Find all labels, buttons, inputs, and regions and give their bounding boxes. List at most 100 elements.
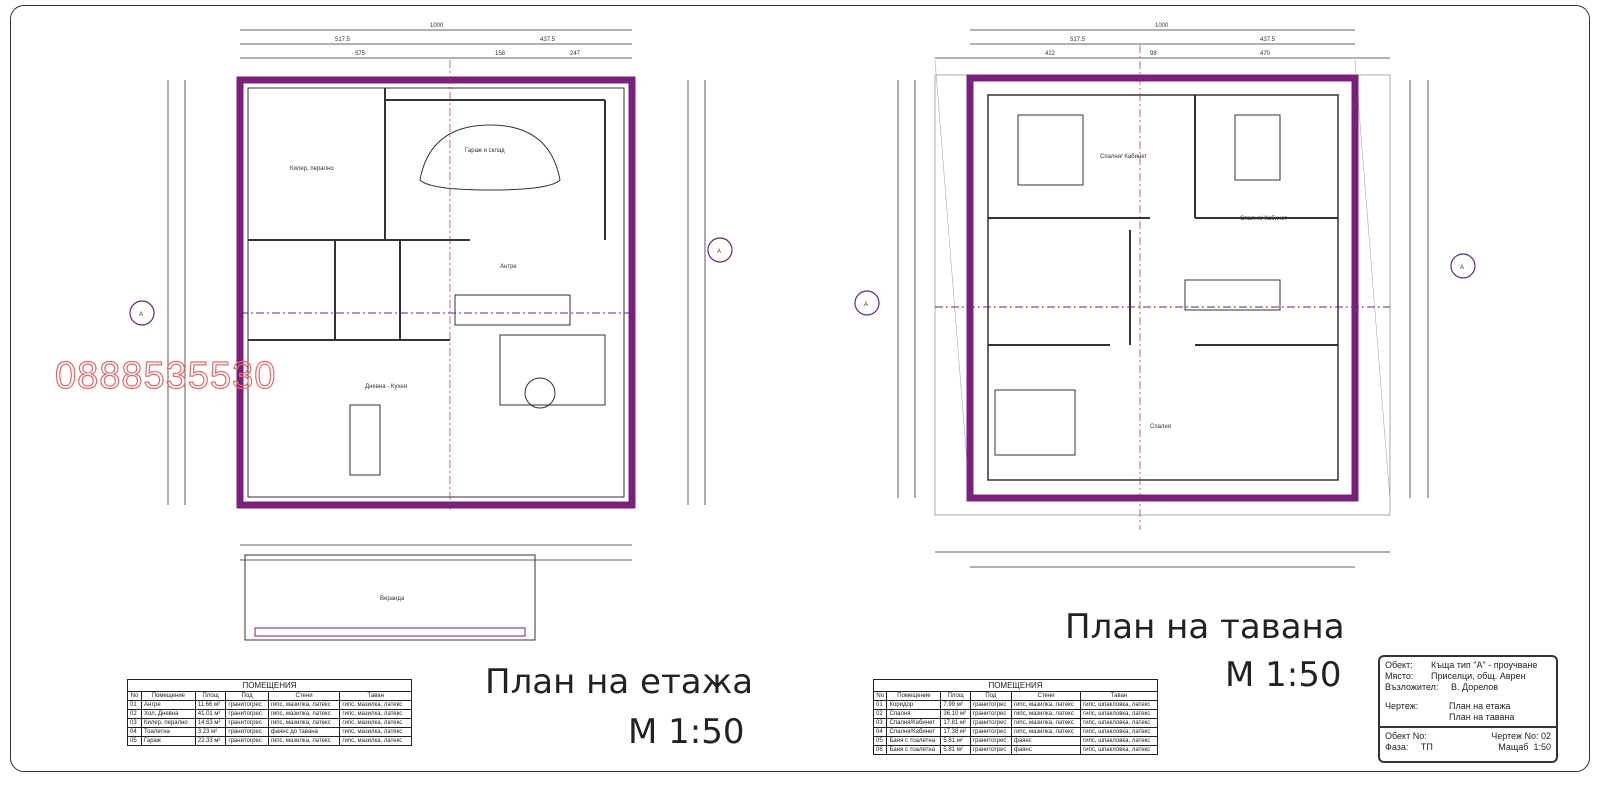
table-cell: Антре	[140, 700, 196, 710]
table-cell: гипс, шпакловка, латекс	[1080, 745, 1158, 755]
table-header: Помещение	[886, 691, 942, 701]
table-cell: гипс, шпакловка, латекс	[1080, 700, 1158, 710]
table-header: Помещение	[140, 691, 196, 701]
table-cell: гранитогрес	[225, 700, 269, 710]
table-cell: Баня с тоалетна	[886, 736, 942, 746]
table-cell: гипс, мазилка, латекс	[267, 709, 341, 719]
table-cell: 04	[127, 727, 142, 737]
table-cell: 17.38 м²	[940, 727, 971, 737]
table-cell: гипс, мазилка, латекс	[267, 718, 341, 728]
table-cell: гипс, шпакловка, латекс	[1080, 718, 1158, 728]
table-header: Стени	[1010, 691, 1082, 701]
room-label-bed3: Спалня	[1150, 424, 1171, 430]
table-header: Таван	[339, 691, 412, 701]
place-value: Приселци, общ. Аврен	[1431, 671, 1526, 681]
dim-total: 1000	[430, 23, 444, 29]
table-cell: 01	[872, 700, 888, 710]
table-cell: 03	[872, 718, 888, 728]
scale-label: Мащаб	[1498, 742, 1529, 752]
section-marker-a-right	[707, 237, 733, 263]
table-caption: ПОМЕЩЕНИЯ	[873, 679, 1158, 692]
client-label: Възложител:	[1385, 682, 1439, 692]
dim-1: 575	[355, 51, 366, 57]
dim-right: 437.5	[540, 37, 556, 43]
ground-floor-scale: М 1:50	[628, 712, 745, 752]
dim-3: 247	[570, 51, 581, 57]
table-cell: 3.23 м²	[194, 727, 227, 737]
table-caption: ПОМЕЩЕНИЯ	[127, 679, 412, 692]
dim-2: 158	[495, 51, 506, 57]
table-cell: гипс, мазилка, латекс	[339, 700, 412, 710]
table-cell: 04	[872, 727, 888, 737]
table-cell: Килер, перално	[140, 718, 196, 728]
table-cell: фаянс до тавана	[267, 727, 341, 737]
table-cell: 5.81 м²	[940, 736, 971, 746]
table-cell: Хол, Дневна	[140, 709, 196, 719]
table-cell: гипс, шпакловка, латекс	[1080, 736, 1158, 746]
table-cell: 41.01 м²	[194, 709, 227, 719]
table-header: Площ	[940, 691, 971, 701]
table-cell: 05	[127, 736, 142, 746]
dim-3: 470	[1260, 51, 1271, 57]
table-cell: гипс, мазилка, латекс	[339, 709, 412, 719]
table-cell: 22.33 м²	[194, 736, 227, 746]
table-cell: гранитогрес	[225, 727, 269, 737]
drawing-no-label: Чертеж No:	[1491, 731, 1539, 741]
table-cell: гипс, мазилка, латекс	[339, 718, 412, 728]
table-cell: гранитогрес	[225, 709, 269, 719]
table-cell: гипс, мазилка, латекс	[1010, 718, 1082, 728]
table-cell: 36.10 м²	[940, 709, 971, 719]
dim-1: 422	[1045, 51, 1056, 57]
table-header: Под	[969, 691, 1012, 701]
table-cell: 06	[872, 745, 888, 755]
axis-label: A	[139, 312, 143, 318]
table-cell: Спалня	[886, 709, 942, 719]
attic-floor-title: План на тавана	[1065, 607, 1345, 647]
axis-label: A	[717, 249, 721, 255]
dim-left: 517.5	[335, 37, 351, 43]
drawing-1: План на етажа	[1449, 701, 1511, 711]
drawing-2: План на тавана	[1449, 712, 1515, 722]
attic-floor-plan: Спалня/ Кабинет Спалня/ Кабинет Спалня 1…	[854, 23, 1476, 530]
dim-total: 1000	[1155, 23, 1169, 29]
axis-label: A	[864, 302, 868, 308]
table-cell: 5.81 м²	[940, 745, 971, 755]
table-cell: гипс, мазилка, латекс	[339, 736, 412, 746]
client-value: В. Дорелов	[1451, 682, 1499, 692]
table-cell: Спалня/Кабинет	[886, 727, 942, 737]
table-cell: гранитогрес	[969, 718, 1012, 728]
section-marker-a-left	[129, 300, 155, 326]
phase-value: ТП	[1420, 742, 1433, 752]
dim-left: 517.5	[1070, 37, 1086, 43]
dim-2: 98	[1150, 51, 1157, 57]
table-cell: гранитогрес	[969, 736, 1012, 746]
object-label: Обект:	[1385, 660, 1413, 670]
phase-label: Фаза:	[1385, 742, 1409, 752]
drawing-no: 02	[1540, 731, 1551, 741]
table-header: Таван	[1080, 691, 1158, 701]
table-header: Стени	[267, 691, 341, 701]
table-header: No	[127, 691, 142, 701]
room-label-garage: Гараж и склад	[465, 148, 505, 154]
room-label-entry: Антре	[500, 264, 517, 270]
room-label-bed2: Спалня/ Кабинет	[1240, 216, 1287, 222]
table-cell: гранитогрес	[225, 736, 269, 746]
object-value: Къща тип "А" - проучване	[1431, 660, 1538, 670]
place-label: Място:	[1385, 671, 1414, 681]
table-cell: 7.99 м²	[940, 700, 971, 710]
table-cell: гипс, шпакловка, латекс	[1080, 709, 1158, 719]
drawing-label: Чертеж:	[1385, 701, 1419, 711]
dimension-lines	[167, 29, 1429, 568]
table-cell: 17.81 м²	[940, 718, 971, 728]
room-label-veranda: Веранда	[380, 596, 405, 602]
table-cell: гранитогрес	[225, 718, 269, 728]
